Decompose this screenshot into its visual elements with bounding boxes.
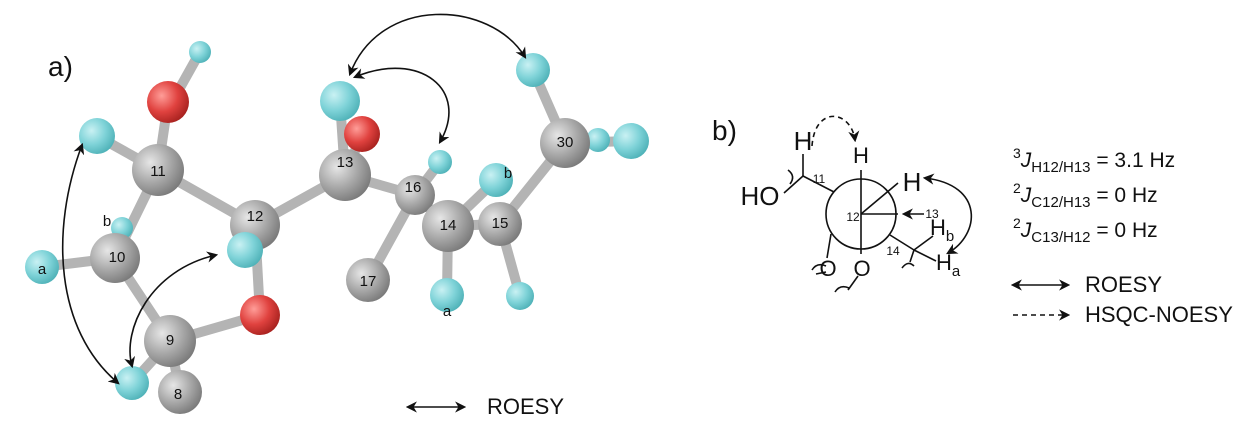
- wavy-c11: [787, 169, 794, 185]
- bond-c14-trunc: [909, 249, 915, 263]
- legend-b-roesy-label: ROESY: [1085, 272, 1162, 297]
- roesy-arrow-h13-h16: [352, 67, 450, 144]
- label-n14: 14: [886, 244, 900, 258]
- label-h11: H: [794, 126, 813, 156]
- label-n12: 12: [846, 210, 860, 224]
- coupling-1: 3JH12/H13 = 3.1 Hz: [1013, 145, 1175, 176]
- atom-h10a: [25, 250, 59, 284]
- label-o-bottom: O: [853, 256, 870, 281]
- atom-labels: 11 12 13 16 14 15 30 10 9 8 17 a b a b: [38, 134, 574, 403]
- back-bond-ha: [913, 249, 937, 262]
- wavy-c14: [901, 262, 915, 269]
- label-c30: 30: [557, 134, 574, 151]
- coupling-3: 2JC13/H12 = 0 Hz: [1013, 215, 1158, 246]
- label-c12: 12: [247, 208, 264, 225]
- hsqc-noesy-arrow: [811, 115, 860, 147]
- back-bond-ho: [783, 175, 804, 194]
- roesy-arrow-h11-h9: [61, 142, 120, 385]
- legend-a-roesy-label: ROESY: [487, 394, 564, 417]
- panel-b-label: b): [712, 115, 737, 146]
- atom-h11: [79, 118, 115, 154]
- atom-c15: [478, 202, 522, 246]
- label-h-right: H: [903, 167, 922, 197]
- label-h10b: b: [103, 213, 111, 230]
- legend-b-hsqc-label: HSQC-NOESY: [1085, 302, 1233, 327]
- roesy-arrow-h12-h9: [124, 251, 219, 369]
- back-bond-c11: [802, 175, 835, 193]
- label-c17: 17: [360, 273, 377, 290]
- label-ho: HO: [741, 181, 780, 211]
- roesy-arrow-h13-h30: [347, 13, 527, 77]
- label-h10a: a: [38, 261, 47, 278]
- label-n11: 11: [813, 172, 826, 186]
- panel-b: b): [712, 115, 1233, 327]
- wavy-o-bottom: [834, 285, 850, 293]
- label-o-left: O: [819, 256, 836, 281]
- atom-o-hydroxyl: [147, 81, 189, 123]
- atom-c11: [132, 144, 184, 196]
- label-c15: 15: [492, 215, 509, 232]
- label-h14a: a: [443, 303, 452, 320]
- label-c11: 11: [150, 163, 166, 180]
- back-bond-c14: [889, 234, 915, 251]
- label-n13: 13: [925, 207, 939, 221]
- panel-a-label: a): [48, 51, 73, 82]
- atom-c14: [422, 200, 474, 252]
- label-c14: 14: [440, 217, 457, 234]
- newman-projection: [783, 115, 973, 293]
- atom-h30a: [516, 53, 550, 87]
- atom-h16: [428, 150, 452, 174]
- roesy-arrows: [61, 13, 527, 385]
- atom-h9: [115, 366, 149, 400]
- wavy-o-left: [811, 263, 827, 271]
- roesy-arrow-newman: [922, 173, 973, 255]
- label-hb: Hb: [930, 215, 954, 245]
- newman-labels: H H H HO O O Hb Ha 11 12 13 14: [741, 126, 961, 281]
- panel-a: a): [25, 13, 649, 419]
- atom-c16: [395, 175, 435, 215]
- coupling-2: 2JC12/H13 = 0 Hz: [1013, 180, 1158, 211]
- atom-h-oh: [189, 41, 211, 63]
- atom-c17: [346, 258, 390, 302]
- front-bond-h-right: [860, 182, 899, 215]
- atoms: [25, 41, 649, 414]
- label-c10: 10: [109, 249, 126, 266]
- atom-o-ring: [240, 295, 280, 335]
- atom-o-13: [344, 116, 380, 152]
- atom-c30: [540, 118, 590, 168]
- atom-h30c: [613, 123, 649, 159]
- coupling-constants: 3JH12/H13 = 3.1 Hz 2JC12/H13 = 0 Hz 2JC1…: [1013, 145, 1175, 246]
- label-c9: 9: [166, 332, 174, 349]
- label-c8: 8: [174, 386, 182, 403]
- atom-h15: [506, 282, 534, 310]
- atom-c8: [158, 370, 202, 414]
- atom-h13: [320, 81, 360, 121]
- atom-c13: [319, 149, 371, 201]
- bond-o-left-trunc: [815, 271, 827, 275]
- atom-h14a: [430, 278, 464, 312]
- label-c13: 13: [337, 154, 354, 171]
- atom-h30b: [586, 128, 610, 152]
- label-h-center: H: [853, 143, 869, 168]
- label-c16: 16: [405, 179, 422, 196]
- back-bond-o-left: [826, 233, 832, 259]
- atom-h14b: [479, 163, 513, 197]
- atom-h12: [227, 232, 263, 268]
- label-ha: Ha: [936, 250, 961, 280]
- legend-b: ROESY HSQC-NOESY: [1010, 272, 1233, 327]
- bond-o-bottom-trunc: [847, 275, 859, 291]
- label-h15b: b: [504, 165, 512, 182]
